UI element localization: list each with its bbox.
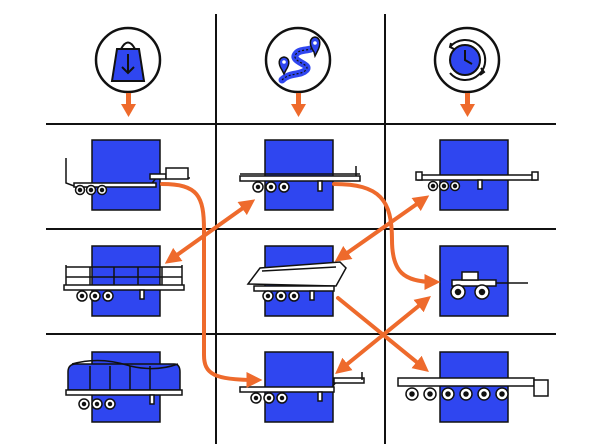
cell-square-r1c2: [264, 139, 334, 211]
cell-square-r3c3: [439, 351, 509, 423]
arrow-container-tipper: [334, 195, 430, 262]
flatbed-trailer: [239, 166, 361, 193]
trailers: [63, 158, 549, 410]
route-map-pin-icon: [264, 26, 332, 94]
arrow-flatbed-stakebed: [164, 199, 256, 264]
arrow-lowboy-to-stepdeck: [160, 182, 263, 388]
header-arrow-1: [121, 93, 136, 117]
lowboy-gooseneck-trailer: [65, 158, 190, 196]
container-chassis-trailer: [415, 171, 539, 192]
cell-square-r2c1: [91, 245, 161, 317]
dolly-trailer: [450, 271, 528, 300]
connection-arrows: [160, 182, 441, 388]
modular-multi-axle-trailer: [397, 377, 549, 401]
header-arrow-2: [291, 93, 306, 117]
tipper-dump-trailer: [246, 261, 347, 302]
stake-bed-trailer: [63, 265, 185, 302]
weight-download-icon: [94, 26, 162, 94]
header-arrows: [121, 93, 475, 117]
arrow-dolly-stepdeck: [335, 295, 431, 375]
curtainside-trailer: [65, 359, 183, 410]
step-deck-trailer: [239, 372, 365, 404]
clock-refresh-icon: [433, 26, 501, 94]
header-arrow-3: [460, 93, 475, 117]
